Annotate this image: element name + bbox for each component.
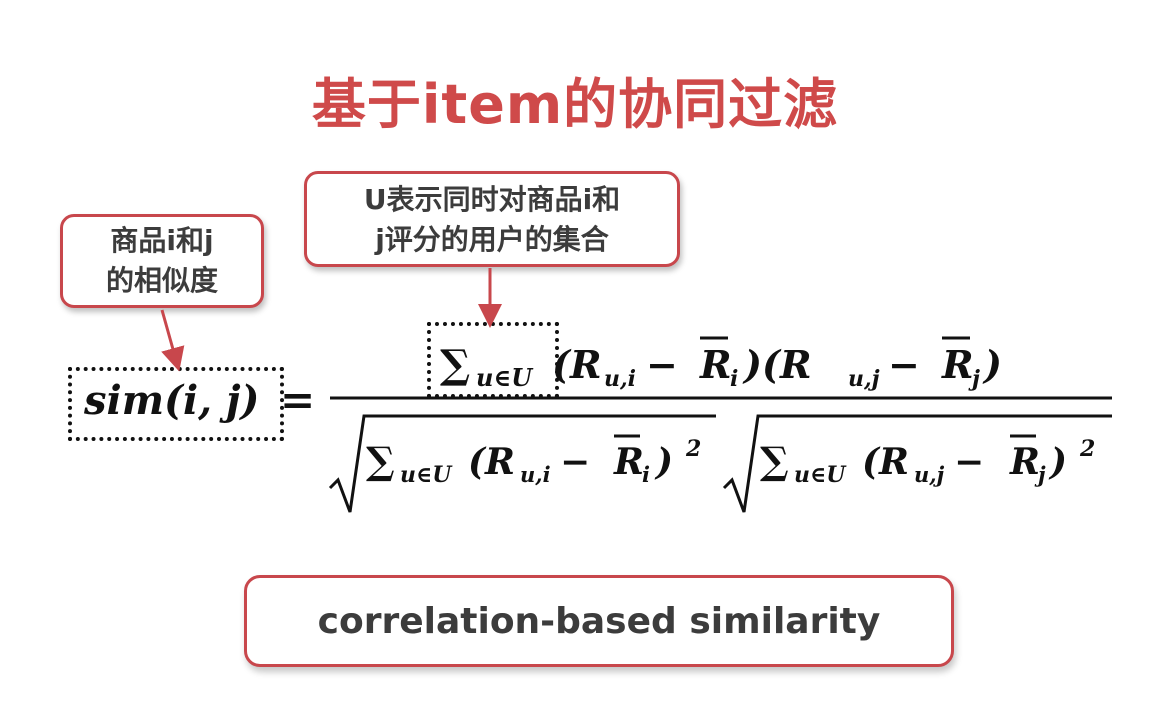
numerator-mid: )(R [742,342,812,387]
sqrt-right [722,414,1112,513]
formula-equals: = [280,375,315,424]
sqrt-left [328,414,716,513]
denom-left-index: u∈U [400,462,453,488]
denom-left-minus: − [560,441,590,483]
numerator-sub-uj: u,j [848,366,880,392]
denom-right-close: ) [1048,441,1067,483]
numerator-close: ) [982,342,1002,387]
similarity-callout: 商品i和j 的相似度 [60,214,264,308]
denom-right-sum: ∑ [760,438,789,483]
denom-right-sub1: u,j [914,462,945,487]
denom-right-power: 2 [1079,436,1095,462]
numerator-bar-r-j: R [941,342,974,387]
slide-title: 基于item的协同过滤 [311,73,839,136]
similarity-callout-line2: 的相似度 [105,264,218,297]
denom-right-open: (R [862,441,909,483]
denom-right-bar-r: R [1009,441,1040,483]
denom-left-power: 2 [685,436,701,462]
arrow-to-sim [160,309,185,372]
denom-left-close: ) [654,441,673,483]
numerator-sub-i: i [730,366,738,392]
denom-left-sum: ∑ [366,438,395,483]
user-set-callout-line1: U表示同时对商品i和 [363,183,621,216]
similarity-type-label: correlation-based similarity [244,575,954,667]
numerator-sum: ∑ [440,341,470,388]
formula-lhs: sim(i, j) [83,377,259,424]
denom-left-open: (R [468,441,515,483]
denom-left-sub1: u,i [520,462,551,487]
denom-right-minus: − [954,441,984,483]
denom-left-bar-r: R [613,441,644,483]
numerator-bar-r-i: R [699,342,732,387]
user-set-callout-line2: j评分的用户的集合 [375,223,609,256]
numerator-index: u∈U [476,363,534,392]
numerator-minus1: − [646,342,678,387]
denom-right-index: u∈U [794,462,847,488]
numerator-sub-ui: u,i [604,366,636,392]
numerator-open: (R [552,342,602,387]
numerator-minus2: − [888,342,920,387]
denom-left-sub2: i [642,462,650,487]
similarity-callout-line1: 商品i和j [110,224,214,257]
user-set-callout: U表示同时对商品i和 j评分的用户的集合 [304,171,680,267]
